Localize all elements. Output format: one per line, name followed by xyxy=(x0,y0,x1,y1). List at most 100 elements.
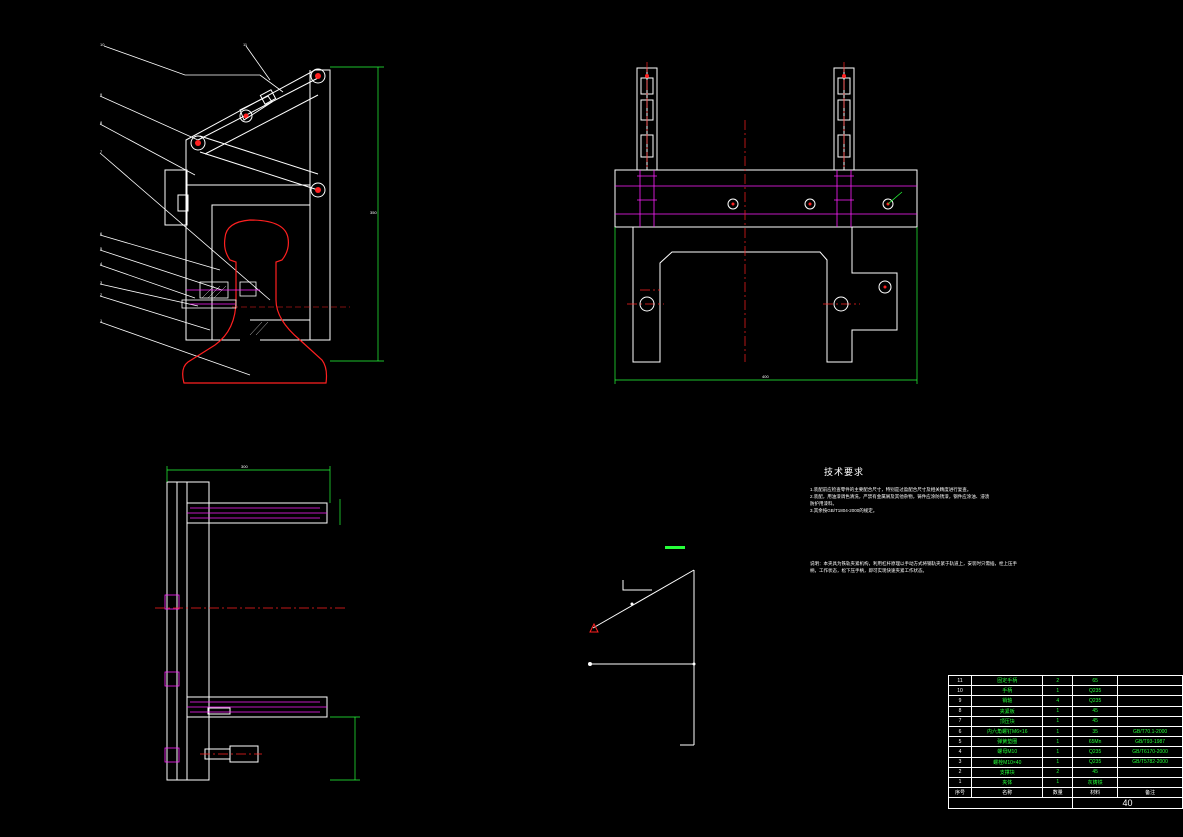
bom-cell-qty: 1 xyxy=(1042,776,1074,789)
svg-text:4: 4 xyxy=(100,261,103,266)
bom-cell-name: 螺栓M10×40 xyxy=(971,756,1044,768)
bom-cell-std xyxy=(1117,776,1183,789)
bom-cell-std: GB/T6170-2000 xyxy=(1117,746,1183,758)
svg-text:11: 11 xyxy=(243,42,248,47)
bom-cell-std xyxy=(1117,695,1183,707)
bom-cell-material: 45 xyxy=(1072,766,1119,778)
note-line: 柄，工作状态，松下压手柄，即可实现快速夹紧工作状态。 xyxy=(810,568,927,573)
bom-cell-no: 8 xyxy=(947,705,973,717)
bom-cell-material: 35 xyxy=(1072,725,1119,738)
bom-cell-material: Q235 xyxy=(1072,695,1119,707)
bom-cell-std xyxy=(1117,685,1183,697)
bom-title-row: 40 xyxy=(947,797,1183,810)
bom-cell-no: 5 xyxy=(947,736,973,748)
tech-line: 1.装配前应检查零件的主要配合尺寸，特别是过盈配合尺寸及相关精度进行复查。 xyxy=(810,487,972,492)
bom-cell-std xyxy=(1117,715,1183,727)
bom-cell-no: 4 xyxy=(947,746,973,758)
bom-cell-no: 6 xyxy=(947,725,973,738)
bom-cell-name: 弹簧垫圈 xyxy=(971,736,1044,748)
bom-cell-name: 手柄 xyxy=(971,685,1044,697)
front-width-dim: 400 xyxy=(762,374,769,379)
bom-cell-std: GB/T93-1987 xyxy=(1117,736,1183,748)
bom-cell-qty: 1 xyxy=(1042,725,1074,738)
bom-title-blank xyxy=(947,797,1074,810)
tech-line: 2.装配，用油漆调色清洗，严禁有金属屑及其他杂物，铸件应涂防锈漆，钢件应涂油、浸… xyxy=(810,494,990,499)
bom-cell-material: 65 xyxy=(1072,674,1119,687)
bom-cell-material: Q235 xyxy=(1072,685,1119,697)
bom-cell-material: 灰铸铁 xyxy=(1072,776,1119,789)
bom-cell-no: 11 xyxy=(947,674,973,687)
bom-cell-name: 顶压块 xyxy=(971,715,1044,727)
technical-requirements: 技术要求 1.装配前应检查零件的主要配合尺寸，特别是过盈配合尺寸及相关精度进行复… xyxy=(810,465,1080,574)
front-view: 400 xyxy=(614,62,918,384)
bom-cell-name: 销轴 xyxy=(971,695,1044,707)
bom-cell-name: 螺母M10 xyxy=(971,746,1044,758)
bom-cell-name: 固定手柄 xyxy=(971,674,1044,687)
bom-cell-qty: 1 xyxy=(1042,746,1074,758)
svg-text:350: 350 xyxy=(370,210,377,215)
bom-cell-no: 序号 xyxy=(947,787,973,799)
svg-text:5: 5 xyxy=(100,246,103,251)
bom-cell-no: 3 xyxy=(947,756,973,768)
bom-cell-std xyxy=(1117,674,1183,687)
bom-cell-qty: 2 xyxy=(1042,766,1074,778)
bom-cell-name: 支撑块 xyxy=(971,766,1044,778)
bom-cell-qty: 数量 xyxy=(1042,787,1074,799)
bom-cell-no: 7 xyxy=(947,715,973,727)
bom-cell-material: 材料 xyxy=(1072,787,1119,799)
bom-cell-material: Q235 xyxy=(1072,746,1119,758)
sketch-title-bar xyxy=(665,546,685,549)
bom-cell-qty: 1 xyxy=(1042,685,1074,697)
bom-cell-material: 45 xyxy=(1072,705,1119,717)
bom-cell-qty: 1 xyxy=(1042,756,1074,768)
bom-header-row: 序号名称数量材料备注 xyxy=(947,787,1183,799)
bom-cell-no: 9 xyxy=(947,695,973,707)
bom-cell-name: 夹体 xyxy=(971,776,1044,789)
svg-text:2: 2 xyxy=(100,292,103,297)
bom-cell-qty: 1 xyxy=(1042,736,1074,748)
bom-cell-material: 65Mn xyxy=(1072,736,1119,748)
bom-title-value: 40 xyxy=(1072,797,1183,810)
note-line: 说明：本夹具为铁轨夹紧机构，利用杠杆原理以手动方式将钢轨夹紧于轨道上，安装时只需… xyxy=(810,561,1017,566)
top-width-dim: 300 xyxy=(241,464,248,469)
bom-cell-material: Q235 xyxy=(1072,756,1119,768)
bom-cell-qty: 2 xyxy=(1042,674,1074,687)
bom-cell-std: 备注 xyxy=(1117,787,1183,799)
top-view: 300 xyxy=(155,464,360,781)
bom-cell-std: GB/T5782-2000 xyxy=(1117,756,1183,768)
bom-cell-name: 内六角螺钉M6×16 xyxy=(971,725,1044,738)
svg-text:8: 8 xyxy=(100,120,103,125)
tech-line: 3.其余按GB/T1804-2000的规定。 xyxy=(810,508,878,513)
linkage-sketch xyxy=(588,546,696,746)
bom-cell-name: 夹紧板 xyxy=(971,705,1044,717)
bom-cell-std xyxy=(1117,766,1183,778)
svg-text:9: 9 xyxy=(100,92,103,97)
tech-requirements-title: 技术要求 xyxy=(824,467,865,477)
svg-text:3: 3 xyxy=(100,280,103,285)
bom-cell-qty: 1 xyxy=(1042,705,1074,717)
bom-cell-no: 10 xyxy=(947,685,973,697)
bom-cell-material: 45 xyxy=(1072,715,1119,727)
svg-text:7: 7 xyxy=(100,149,103,154)
bom-cell-std: GB/T70.1-2000 xyxy=(1117,725,1183,738)
svg-text:6: 6 xyxy=(100,231,103,236)
bom-cell-no: 1 xyxy=(947,776,973,789)
bom-cell-no: 2 xyxy=(947,766,973,778)
bom-cell-qty: 4 xyxy=(1042,695,1074,707)
svg-text:1: 1 xyxy=(100,318,103,323)
bom-cell-std xyxy=(1117,705,1183,717)
